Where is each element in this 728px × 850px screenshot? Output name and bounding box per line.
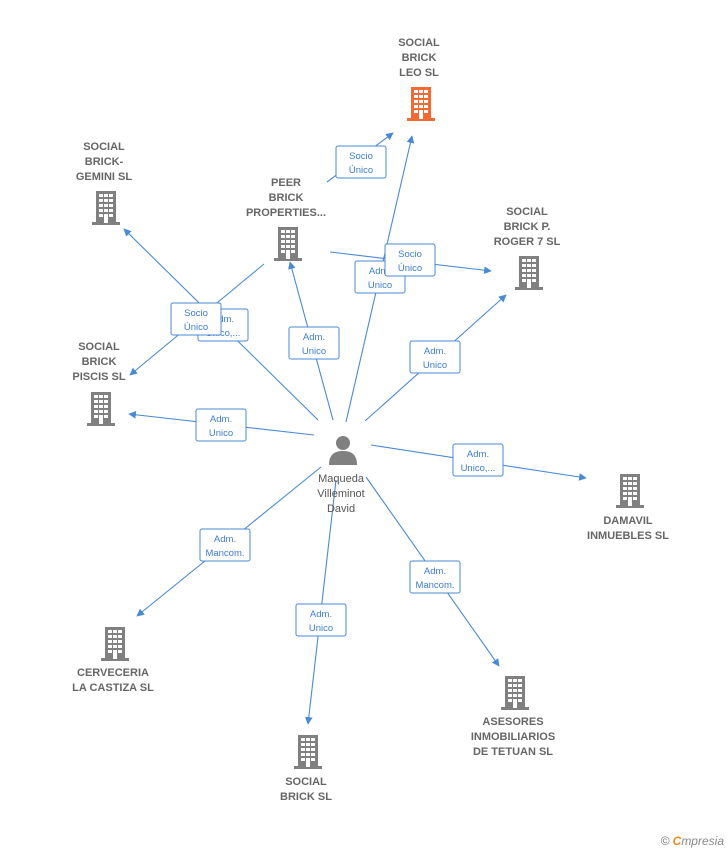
- company-name-line: BRICK-: [85, 156, 124, 168]
- company-name-line: INMUEBLES SL: [587, 530, 669, 542]
- edge-label-line: Socio: [398, 249, 422, 260]
- edge-label-line: Único: [398, 263, 422, 274]
- company-name-line: LA CASTIZA SL: [72, 682, 154, 694]
- edge-label-box: [295, 603, 347, 637]
- edge-label-line: Único: [349, 165, 373, 176]
- edge-label-box: [170, 302, 222, 336]
- company-name-line: LEO SL: [399, 67, 439, 79]
- brand-initial: C: [672, 834, 682, 848]
- edge-label-center-to-socialbrick[interactable]: Adm. Unico: [295, 603, 347, 637]
- edge-label-line: Unico: [309, 623, 333, 634]
- building-icon: [616, 474, 644, 508]
- edge-label-center-to-peer[interactable]: Adm. Unico: [288, 326, 340, 360]
- company-name-line: DAMAVIL: [603, 515, 653, 527]
- company-name-line: SOCIAL: [285, 776, 327, 788]
- edge-label-center-to-roger[interactable]: Adm. Unico: [409, 340, 461, 374]
- person-icon: [329, 436, 357, 465]
- company-node-piscis[interactable]: SOCIAL BRICK PISCIS SL: [72, 341, 126, 426]
- edge-label-line: Unico: [209, 428, 233, 439]
- building-icon: [274, 227, 302, 261]
- building-icon: [101, 627, 129, 661]
- company-name-line: CERVECERIA: [77, 667, 149, 679]
- company-name-line: PEER: [271, 177, 301, 189]
- edge-label-line: Adm.: [212, 314, 234, 325]
- edge-label-line: Unico: [423, 360, 447, 371]
- company-node-asesores[interactable]: ASESORES INMOBILIARIOS DE TETUAN SL: [471, 676, 555, 758]
- company-name-line: ASESORES: [482, 716, 543, 728]
- edge-label-box: [409, 560, 461, 594]
- company-name-line: BRICK SL: [280, 791, 332, 803]
- company-node-roger[interactable]: SOCIAL BRICK P. ROGER 7 SL: [494, 206, 561, 290]
- edge-label-line: Unico: [368, 280, 392, 291]
- copyright-symbol: ©: [660, 834, 670, 848]
- company-name-line: DE TETUAN SL: [473, 746, 553, 758]
- building-icon: [407, 87, 435, 121]
- company-node-damavil[interactable]: DAMAVIL INMUEBLES SL: [587, 474, 669, 542]
- edge-label-center-to-damavil[interactable]: Adm. Unico,...: [452, 443, 504, 477]
- company-name-line: INMOBILIARIOS: [471, 731, 555, 743]
- edge-label-line: Único: [184, 322, 208, 333]
- edge-label-center-to-cerveceria[interactable]: Adm. Mancom.: [199, 528, 251, 562]
- person-name-line: Villeminot: [317, 488, 365, 500]
- company-name-line: SOCIAL: [398, 37, 440, 49]
- company-name-line: SOCIAL: [506, 206, 548, 218]
- company-node-leo[interactable]: SOCIAL BRICK LEO SL: [398, 37, 440, 121]
- building-icon: [501, 676, 529, 710]
- company-name-line: BRICK: [402, 52, 437, 64]
- edge-labels-layer: SocioÚnicoAdm.UnicoSocioÚnicoAdm.UnicoAd…: [170, 145, 504, 637]
- company-name-line: SOCIAL: [83, 141, 125, 153]
- edge-center-to-socialbrick: [304, 479, 337, 725]
- edge-label-line: Mancom.: [205, 548, 244, 559]
- edge-label-box: [452, 443, 504, 477]
- edge-label-center-to-piscis[interactable]: Adm. Unico: [195, 408, 247, 442]
- edge-label-box: [199, 528, 251, 562]
- person-name-line: Maqueda: [318, 473, 365, 485]
- edge-label-line: Adm.: [424, 346, 446, 357]
- footer-brand: ©Cmpresia: [661, 834, 724, 848]
- brand-name: mpresia: [681, 834, 724, 848]
- edge-label-line: Socio: [184, 308, 208, 319]
- edge-label-line: Adm.: [467, 449, 489, 460]
- company-node-gemini[interactable]: SOCIAL BRICK- GEMINI SL: [76, 141, 133, 225]
- company-name-line: BRICK P.: [504, 221, 551, 233]
- edge-label-line: Adm.: [369, 266, 391, 277]
- company-name-line: BRICK: [82, 356, 117, 368]
- company-node-socialbrick[interactable]: SOCIAL BRICK SL: [280, 735, 332, 803]
- edge-label-box: [288, 326, 340, 360]
- edge-label-box: [195, 408, 247, 442]
- company-name-line: PROPERTIES...: [246, 207, 326, 219]
- building-icon: [87, 392, 115, 426]
- nodes-layer: SOCIAL BRICK LEO SL SOCIAL BRICK- GEMINI SL PE…: [72, 37, 669, 803]
- edge-label-line: Adm.: [303, 332, 325, 343]
- edge-label-box: [335, 145, 387, 179]
- edge-label-line: Adm.: [210, 414, 232, 425]
- edge-label-box: [409, 340, 461, 374]
- company-node-peer[interactable]: PEER BRICK PROPERTIES...: [246, 177, 326, 261]
- edge-label-line: Unico: [302, 346, 326, 357]
- edge-label-line: Socio: [349, 151, 373, 162]
- company-name-line: GEMINI SL: [76, 171, 133, 183]
- building-icon: [294, 735, 322, 769]
- company-node-cerveceria[interactable]: CERVECERIA LA CASTIZA SL: [72, 627, 154, 694]
- edge-label-center-to-asesores[interactable]: Adm. Mancom.: [409, 560, 461, 594]
- edge-label-line: Adm.: [214, 534, 236, 545]
- company-name-line: SOCIAL: [78, 341, 120, 353]
- edge-label-line: Mancom.: [415, 580, 454, 591]
- edge-label-line: Adm.: [310, 609, 332, 620]
- edge-label-line: Unico,...: [206, 328, 241, 339]
- edge-label-line: Adm.: [424, 566, 446, 577]
- building-icon: [515, 256, 543, 290]
- person-name-line: David: [327, 503, 355, 515]
- building-icon: [92, 191, 120, 225]
- company-name-line: PISCIS SL: [72, 371, 125, 383]
- edge-label-line: Unico,...: [461, 463, 496, 474]
- company-name-line: BRICK: [269, 192, 304, 204]
- edge-label-box: [384, 243, 436, 277]
- company-name-line: ROGER 7 SL: [494, 236, 561, 248]
